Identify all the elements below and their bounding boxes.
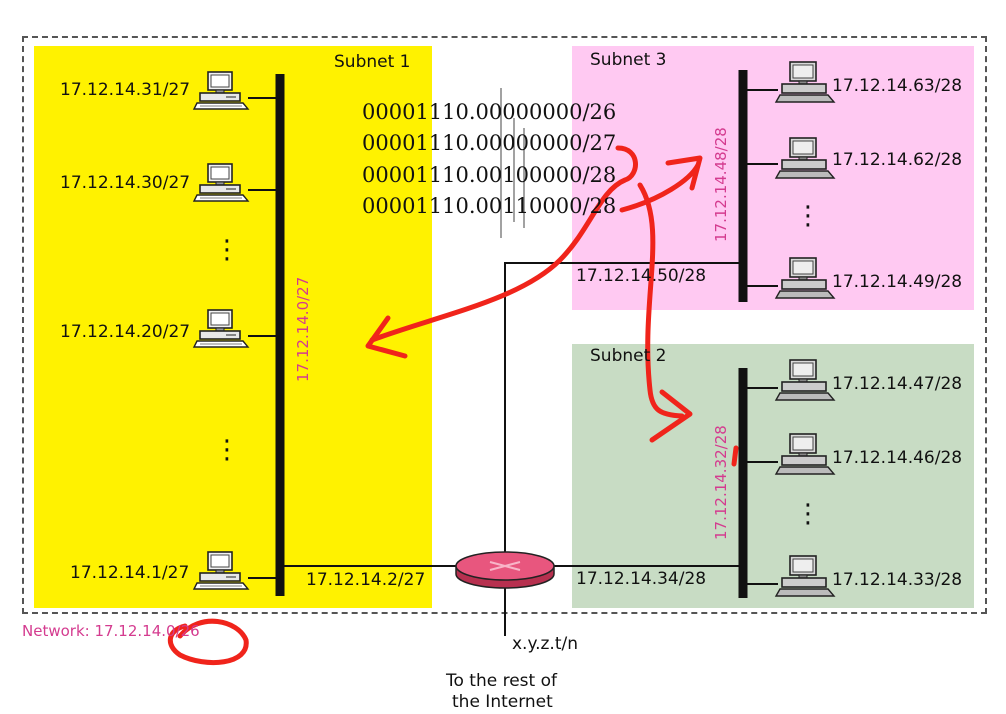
host-address: 17.12.14.49/28	[832, 272, 963, 292]
host-computer-icon	[775, 359, 835, 401]
host-computer-icon	[775, 257, 835, 299]
host-computer-icon	[193, 71, 249, 110]
host-address: 17.12.14.30/27	[60, 173, 191, 193]
binary-row: 00001110.00000000/26	[362, 100, 617, 124]
subnet2-bus-label: 17.12.14.32/28	[712, 425, 730, 540]
subnet3-bus-label: 17.12.14.48/28	[712, 127, 730, 242]
host-computer-icon	[775, 61, 835, 103]
subnet1-bus-label: 17.12.14.0/27	[294, 276, 312, 382]
network-label: Network: 17.12.14.0/26	[22, 622, 200, 640]
host-address: 17.12.14.31/27	[60, 80, 191, 100]
internet-label: To the rest of	[446, 671, 557, 691]
router-interface-label: 17.12.14.2/27	[306, 570, 426, 590]
ellipsis-dots: ⋮	[795, 201, 821, 231]
host-computer-icon	[775, 137, 835, 179]
host-address: 17.12.14.20/27	[60, 322, 191, 342]
router-icon	[455, 551, 555, 589]
gateway-label: x.y.z.t/n	[512, 634, 578, 654]
host-address: 17.12.14.1/27	[70, 563, 190, 583]
host-computer-icon	[193, 163, 249, 202]
host-address: 17.12.14.46/28	[832, 448, 963, 468]
ellipsis-dots: ⋮	[795, 499, 821, 529]
host-computer-icon	[775, 433, 835, 475]
subnet1-title: Subnet 1	[334, 52, 411, 72]
host-address: 17.12.14.63/28	[832, 76, 963, 96]
binary-row: 00001110.00100000/28	[362, 163, 617, 187]
host-computer-icon	[193, 551, 249, 590]
router-interface-label: 17.12.14.34/28	[576, 569, 707, 589]
subnet3-title: Subnet 3	[590, 50, 667, 70]
ellipsis-dots: ⋮	[214, 435, 240, 465]
binary-row: 00001110.00110000/28	[362, 194, 617, 218]
host-computer-icon	[193, 309, 249, 348]
internet-label: the Internet	[452, 692, 553, 712]
binary-row: 00001110.00000000/27	[362, 131, 617, 155]
host-address: 17.12.14.62/28	[832, 150, 963, 170]
handwritten-annotation	[168, 145, 703, 666]
host-computer-icon	[775, 555, 835, 597]
subnet1-area	[34, 46, 432, 608]
host-address: 17.12.14.33/28	[832, 570, 963, 590]
host-address: 17.12.14.47/28	[832, 374, 963, 394]
router-interface-label: 17.12.14.50/28	[576, 266, 707, 286]
ellipsis-dots: ⋮	[214, 235, 240, 265]
subnet2-title: Subnet 2	[590, 346, 667, 366]
